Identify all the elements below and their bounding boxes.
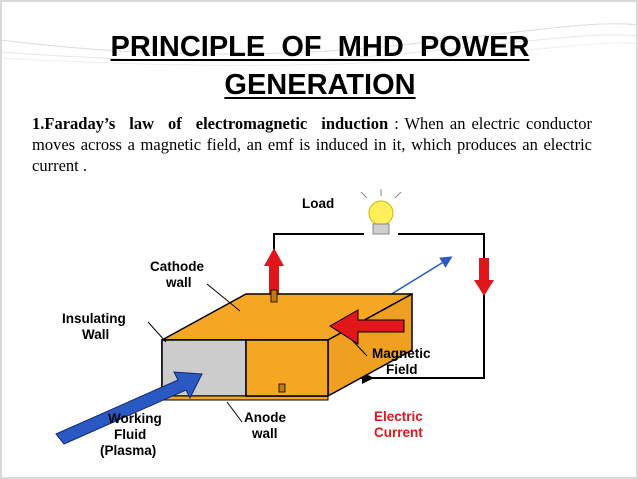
working-fluid-arrow [55,371,203,445]
current-arrow-up [264,248,284,296]
label-insulating-2: Wall [82,327,109,342]
label-insulating-1: Insulating [62,311,126,326]
label-load: Load [302,196,334,211]
point-text: : When an electric conductor moves acros… [32,114,592,175]
load-bulb-icon [360,189,402,235]
label-electric-2: Current [374,425,423,440]
title-line-1: PRINCIPLE OF MHD POWER [110,31,530,63]
point-lead: 1.Faraday’s law of electromagnetic induc… [32,114,389,133]
slide-title: PRINCIPLE OF MHD POWER GENERATION [60,28,580,104]
current-arrow-down [474,258,494,296]
label-fluid-2: Fluid [114,427,146,442]
title-line-2: GENERATION [224,69,416,101]
magnetic-field-arrow [329,309,405,345]
bullet-point: 1.Faraday’s law of electromagnetic induc… [32,113,592,176]
label-fluid-3: (Plasma) [100,443,156,458]
anode-terminal [278,383,286,393]
circuit-wire [273,233,364,298]
label-magnetic-2: Field [386,362,418,377]
label-cathode-2: wall [165,275,192,290]
label-anode-2: wall [251,426,278,441]
label-anode-1: Anode [244,410,286,425]
circuit-wire-right [334,233,485,379]
label-magnetic-1: Magnetic [372,346,431,361]
label-cathode-1: Cathode [150,259,204,274]
label-fluid-1: Working [108,411,162,426]
mhd-diagram: Load Cathode wall Insulating Wall Magnet… [55,189,494,458]
cathode-terminal [270,289,278,303]
label-electric-1: Electric [374,409,423,424]
